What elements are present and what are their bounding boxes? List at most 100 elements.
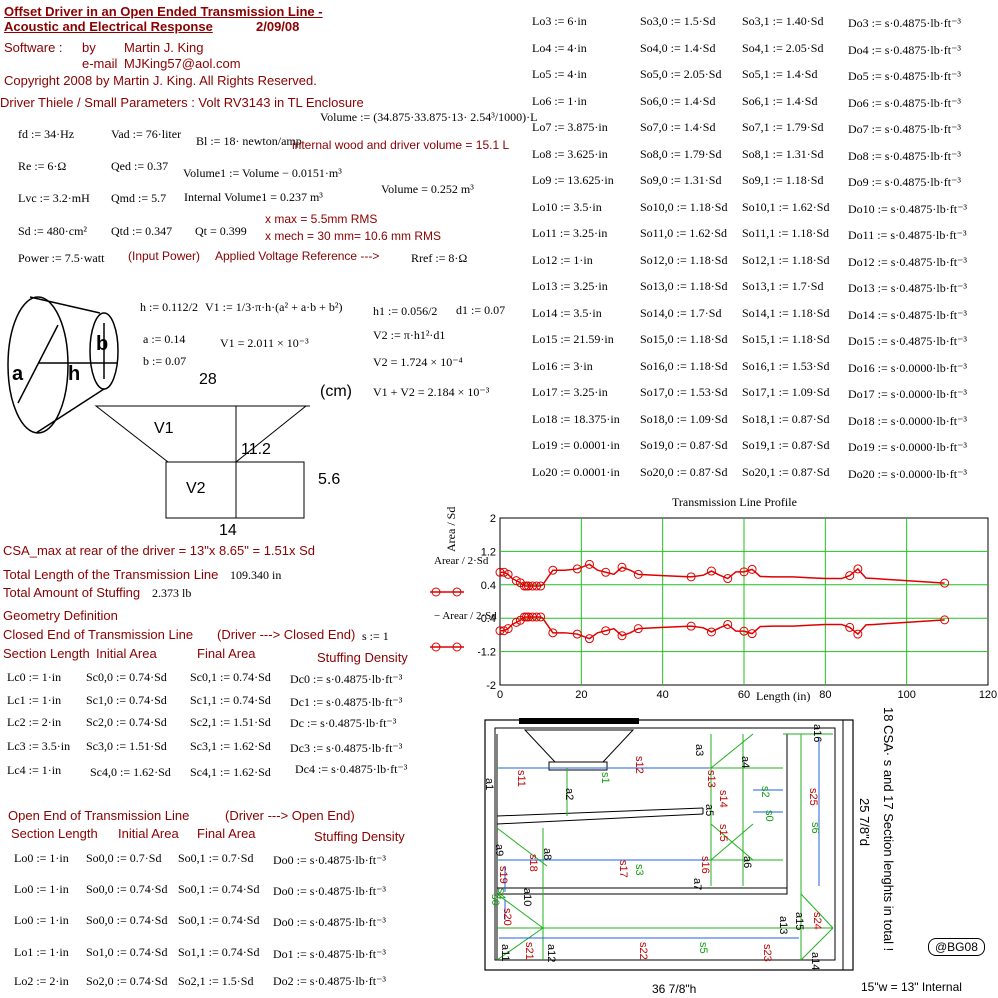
open-row-4-density: Do4 := s·0.4875·lb·ft⁻³ — [848, 42, 962, 57]
lower-data-point — [940, 615, 950, 625]
param-qt: Qt = 0.399 — [195, 224, 247, 238]
closed-row-2-final: Sc2,1 := 1.51·Sd — [190, 715, 271, 729]
open-row-5-density: Do5 := s·0.4875·lb·ft⁻³ — [848, 69, 962, 83]
open-row-15-length: Lo15 := 21.59·in — [532, 332, 614, 346]
sr-label-13: s24 — [811, 912, 823, 930]
param-rref: Rref := 8·Ω — [411, 251, 468, 265]
sr-label-12: s23 — [761, 944, 773, 962]
upper-data-point — [686, 572, 696, 582]
doc-date: 2/09/08 — [256, 19, 300, 34]
open-row-11-initial: So11,0 := 1.62·Sd — [640, 226, 727, 240]
a-label-1: a2 — [563, 788, 575, 801]
sr-label-10: s21 — [523, 942, 535, 960]
cone-d1: d1 := 0.07 — [456, 303, 506, 317]
open-row-8-density: Do8 := s·0.4875·lb·ft⁻³ — [848, 148, 962, 163]
sr-label-1: s12 — [633, 756, 645, 774]
open-row-15-initial: So15,0 := 1.18·Sd — [640, 332, 728, 346]
by-label: by — [82, 40, 96, 55]
a-label-2: a3 — [693, 744, 705, 757]
open-row-7-initial: So7,0 := 1.4·Sd — [640, 120, 716, 134]
sr-label-11: s22 — [637, 942, 649, 960]
a-label-8: a9 — [493, 844, 505, 857]
closed-row-4-density: Dc4 := s·0.4875·lb·ft⁻³ — [295, 762, 408, 776]
cone-v2-formula: V2 := π·h1²·d1 — [373, 328, 446, 342]
open-row-6-length: Lo6 := 1·in — [532, 93, 587, 108]
open-col-stuffing: Stuffing Density — [314, 829, 405, 844]
closed-row-3-initial: Sc3,0 := 1.51·Sd — [86, 739, 167, 753]
open-row-8-initial: So8,0 := 1.79·Sd — [640, 146, 722, 161]
open-row-0-density: Do0 := s·0.4875·lb·ft⁻³ — [273, 853, 387, 867]
open-row-8-final: So8,1 := 1.31·Sd — [742, 146, 824, 161]
author-badge: @BG08 — [928, 938, 985, 956]
sg-label-6: s6 — [809, 822, 821, 834]
open-row-7-density: Do7 := s·0.4875·lb·ft⁻³ — [848, 122, 962, 136]
a-label-11: a12 — [545, 944, 557, 963]
upper-data-point — [723, 574, 733, 584]
cone-v2-value: V2 = 1.724 × 10⁻⁴ — [373, 355, 463, 369]
open-row-19-density: Do19 := s·0.0000·lb·ft⁻³ — [848, 440, 968, 454]
open-row-17-length: Lo17 := 3.25·in — [532, 385, 608, 399]
sg-label-0: s1 — [599, 772, 611, 784]
open-row-2-length: Lo0 := 1·in — [14, 913, 69, 927]
enclosure-csa-note: 18 CSA· s and 17 Section lenghts in tota… — [881, 707, 896, 952]
open-row-6-initial: So6,0 := 1.4·Sd — [640, 93, 716, 108]
open-row-14-length: Lo14 := 3.5·in — [532, 305, 602, 320]
open-row-16-density: Do16 := s·0.0000·lb·ft⁻³ — [848, 360, 968, 375]
xmech-note: x mech = 30 mm= 10.6 mm RMS — [265, 229, 442, 243]
closed-row-1-density: Dc1 := s·0.4875·lb·ft⁻³ — [290, 695, 403, 709]
open-row-17-density: Do17 := s·0.0000·lb·ft⁻³ — [848, 387, 968, 401]
enclosure-internal-label: 15"w = 13" Internal — [861, 980, 962, 994]
open-row-13-length: Lo13 := 3.25·in — [532, 279, 608, 293]
open-row-12-final: So12,1 := 1.18·Sd — [742, 252, 830, 267]
open-row-3-final: So1,1 := 0.74·Sd — [178, 945, 260, 959]
param-qtd: Qtd := 0.347 — [111, 224, 173, 238]
open-row-4-final: So2,1 := 1.5·Sd — [178, 974, 254, 988]
chart-x-label: Length (in) — [756, 689, 811, 704]
lower-data-point — [633, 624, 643, 634]
open-row-4-length: Lo4 := 4·in — [532, 40, 587, 55]
cone-label-b: b — [96, 333, 109, 355]
open-row-2-initial: So0,0 := 0.74·Sd — [86, 913, 168, 927]
lower-data-point — [739, 626, 749, 636]
open-col-final: Final Area — [197, 826, 256, 841]
open-end-direction: (Driver ---> Open End) — [225, 808, 355, 823]
cone-label-h: h — [68, 363, 81, 385]
open-row-6-final: So6,1 := 1.4·Sd — [742, 93, 818, 108]
lower-data-point — [503, 624, 513, 634]
cone-label-a: a — [12, 363, 24, 385]
upper-data-point — [495, 567, 505, 577]
cone-b: b := 0.07 — [143, 354, 187, 368]
box-unit: (cm) — [320, 383, 352, 400]
x-tick-label: 0 — [497, 689, 503, 701]
a-label-14: a15 — [793, 912, 805, 931]
open-row-0-length: Lo0 := 1·in — [14, 851, 69, 865]
a-label-6: a7 — [691, 878, 703, 891]
closed-end-direction: (Driver ---> Closed End) — [217, 627, 356, 642]
param-volume1: Volume1 := Volume − 0.0151·m³ — [183, 166, 342, 180]
box-v2: V2 — [186, 480, 206, 497]
open-row-9-length: Lo9 := 13.625·in — [532, 173, 614, 187]
lower-data-point — [617, 631, 627, 641]
closed-row-2-initial: Sc2,0 := 0.74·Sd — [86, 715, 167, 729]
open-row-16-initial: So16,0 := 1.18·Sd — [640, 358, 728, 373]
open-row-10-final: So10,1 := 1.62·Sd — [742, 199, 830, 214]
xmax-note: x max = 5.5mm RMS — [265, 212, 378, 226]
input-power-note: (Input Power) — [128, 249, 201, 263]
legend-upper-label: Arear / 2·Sd — [434, 555, 489, 567]
y-tick-label: -0.4 — [478, 613, 496, 625]
lower-data-point — [853, 629, 863, 639]
lower-data-point — [572, 629, 582, 639]
sr-label-14: s25 — [807, 788, 819, 806]
total-stuffing-value: 2.373 lb — [152, 586, 192, 600]
param-internal-volume1: Internal Volume1 = 0.237 m³ — [184, 190, 323, 204]
legend-lower-label: − Arear / 2·Sd — [434, 610, 497, 622]
open-row-4-length: Lo2 := 2·in — [14, 974, 69, 988]
open-col-section: Section Length — [11, 826, 98, 841]
open-row-1-initial: So0,0 := 0.74·Sd — [86, 882, 168, 896]
param-volume: Volume = 0.252 m³ — [381, 182, 474, 196]
x-tick-label: 20 — [575, 689, 587, 701]
param-fd: fd := 34·Hz — [18, 127, 75, 141]
lower-data-point — [532, 612, 542, 622]
sr-label-6: s17 — [617, 860, 629, 878]
open-row-11-density: Do11 := s·0.4875·lb·ft⁻³ — [848, 228, 967, 242]
